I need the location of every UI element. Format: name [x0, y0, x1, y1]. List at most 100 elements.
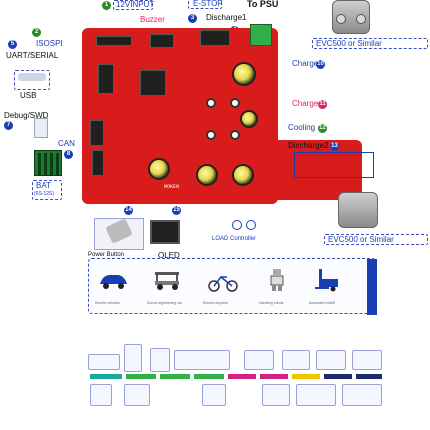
number-badge-isospi-top: 2 [32, 28, 41, 37]
label-load-controller: LOAD Controller [212, 236, 257, 242]
capacitor-left-bottom [148, 158, 170, 180]
thumbnail-7 [316, 350, 346, 370]
color-bar-2 [126, 374, 156, 379]
application-label-3: Handling robots [259, 301, 284, 305]
terminal-2 [230, 98, 240, 108]
relay-module-outline [294, 152, 374, 178]
number-badge-discharge2: 13 [330, 142, 339, 151]
connector-top-left [96, 36, 132, 46]
capacitor-right-mid [240, 110, 258, 128]
label-oled: OLED [158, 251, 180, 260]
label-uart-serial: UART/SERIAL [6, 51, 59, 60]
number-badge-discharge1: 3 [188, 14, 197, 23]
thumbnail-1 [88, 354, 120, 370]
label-cooling: Cooling [288, 123, 316, 132]
connector-top-mid [150, 34, 174, 48]
isolator-chip [98, 64, 114, 94]
board-brand-text: MOKEN [164, 184, 180, 190]
thumbnail-3 [150, 348, 170, 372]
green-terminal-block [250, 24, 272, 46]
terminal-1 [206, 98, 216, 108]
label-buzzer: Buzzer [140, 15, 165, 24]
usb-device-box [14, 70, 50, 90]
label-evc500-top: EVC500 or Similar [316, 39, 382, 48]
label-bat-range: (6S-12S) [34, 191, 55, 197]
thumbnail-row2-6 [342, 384, 382, 406]
load-icon-circle-2 [246, 220, 256, 230]
color-bar-6 [260, 374, 288, 379]
thumbnail-row2-3 [202, 384, 226, 406]
connector-left-low [92, 150, 104, 176]
capacitor-top-right [232, 62, 256, 86]
mcu-chip [140, 70, 166, 96]
color-bar-4 [194, 374, 224, 379]
thumbnail-row2-5 [296, 384, 336, 406]
label-power-button: Power Button [88, 252, 125, 258]
car-icon [100, 275, 127, 289]
label-box-bat [32, 180, 62, 200]
application-label-4: Automatic forklift [309, 301, 335, 305]
debugger-device-icon [34, 118, 48, 138]
thumbnail-row2-1 [90, 384, 112, 406]
label-can: CAN [58, 139, 75, 148]
number-badge-charge-red: 11 [318, 100, 327, 109]
thumbnail-6 [282, 350, 310, 370]
thumbnail-8 [352, 350, 382, 370]
number-badge-oled: 15 [172, 206, 181, 215]
label-to-psu: To PSU [247, 0, 279, 9]
bicycle-icon [208, 275, 238, 292]
contactor-top-terminal-right [356, 14, 366, 24]
number-badge-charge: 10 [316, 60, 325, 69]
color-bar-9 [356, 374, 382, 379]
terminal-4 [230, 130, 240, 140]
forklift-icon [315, 269, 338, 292]
label-box-evc500-bottom [324, 234, 428, 245]
application-label-1: Scenic sightseeing car [147, 301, 183, 305]
label-box-evc500-top [312, 38, 428, 49]
label-box-12v-input [113, 0, 153, 10]
thumbnail-row2-2 [124, 384, 150, 406]
number-badge-isospi: 5 [8, 40, 17, 49]
label-discharge2: Discharge2 [288, 141, 329, 150]
capacitor-mid-bottom [196, 164, 218, 186]
thumbnail-5 [244, 350, 274, 370]
label-discharge1: Discharge1 [206, 13, 247, 22]
thumbnail-row2-4 [262, 384, 290, 406]
capacitor-right-bottom [232, 164, 254, 186]
load-icon-circle-1 [232, 220, 242, 230]
label-bat: BAT [36, 181, 51, 190]
robot-icon [270, 269, 284, 291]
number-badge-cooling: 12 [318, 124, 327, 133]
applications-panel-accent [367, 259, 377, 315]
application-label-0: Electric vehicles [95, 301, 121, 305]
number-badge-debug: 7 [4, 121, 13, 130]
color-bar-8 [324, 374, 352, 379]
label-debug-swd: Debug/SWD [4, 111, 49, 120]
oled-display-device [150, 220, 180, 244]
color-bar-5 [228, 374, 256, 379]
sightseeing-car-icon [155, 272, 179, 290]
connector-left-mid [90, 120, 104, 146]
contactor-top-terminal-left [336, 14, 346, 24]
applications-panel: Electric vehicles Scenic sightseeing car… [88, 258, 377, 315]
color-bar-7 [292, 374, 320, 379]
label-evc500-bottom: EVC500 or Similar [328, 235, 394, 244]
terminal-3 [206, 130, 216, 140]
label-12v-input: 12VINPUT [116, 0, 155, 9]
color-bar-1 [90, 374, 122, 379]
color-bar-3 [160, 374, 190, 379]
thumbnail-2 [124, 344, 142, 372]
thumbnail-4 [174, 350, 230, 370]
bms-board-right-section [262, 140, 362, 200]
battery-pack-icon [34, 150, 62, 176]
label-usb: USB [20, 91, 37, 100]
label-charge-red: Charge [292, 99, 319, 108]
contactor-bottom [338, 192, 378, 228]
label-charge: Charge [292, 59, 319, 68]
label-isospi: ISOSPI [36, 39, 63, 48]
application-label-2: Electric bicycles [203, 301, 228, 305]
label-estop: E-STOP [193, 0, 223, 8]
label-box-estop [188, 0, 222, 9]
number-badge-can: 8 [64, 150, 73, 159]
usb-cable-icon [18, 73, 46, 81]
